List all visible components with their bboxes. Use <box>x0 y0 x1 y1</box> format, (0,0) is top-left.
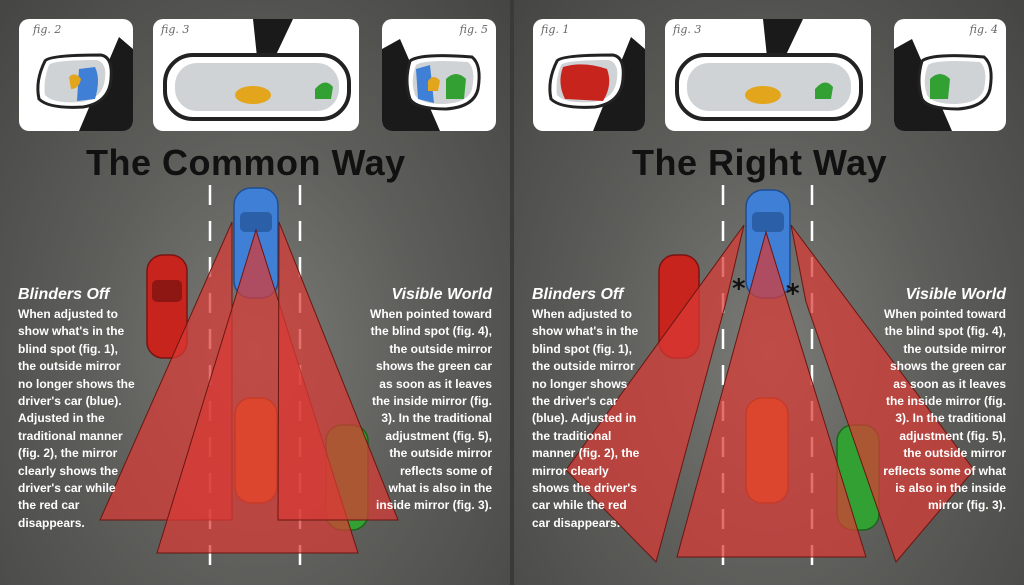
panel-divider <box>510 0 514 585</box>
blinders-off-text: When adjusted to show what's in the blin… <box>18 307 135 530</box>
fig-label: fig. 3 <box>161 23 190 36</box>
fig-5-mirror-card: fig. 5 <box>382 19 496 131</box>
blinders-off-text: When adjusted to show what's in the blin… <box>532 307 640 530</box>
left-mirror-cone <box>565 224 745 563</box>
fig-4-mirror-card: fig. 4 <box>894 19 1006 131</box>
fig-label: fig. 1 <box>541 23 570 36</box>
blind-spot-marker-right: * <box>786 279 800 309</box>
side-mirror-right-image <box>382 39 481 131</box>
visible-world-text: When pointed toward the blind spot (fig.… <box>883 307 1006 513</box>
visible-world-heading: Visible World <box>391 286 492 303</box>
visible-world-text: When pointed toward the blind spot (fig.… <box>370 307 492 513</box>
common-way-panel: fig. 2 fig. 3 fig. 5 <box>0 0 510 585</box>
fig-label: fig. 2 <box>33 23 62 36</box>
side-mirror-left-image <box>548 37 645 131</box>
fig-2-mirror-card: fig. 2 <box>19 19 133 131</box>
side-mirror-right-image <box>894 39 993 131</box>
fig-label: fig. 5 <box>459 23 488 36</box>
red-car <box>146 254 188 359</box>
fig-3-mirror-card: fig. 3 <box>153 19 359 131</box>
rearview-mirror-image <box>675 19 863 121</box>
visible-world-heading: Visible World <box>905 286 1006 303</box>
right-way-panel: fig. 1 fig. 3 fig. 4 <box>514 0 1024 585</box>
right-mirror-cone <box>790 224 975 563</box>
blinders-off-heading: Blinders Off <box>532 286 624 303</box>
right-mirror-cone <box>277 221 399 521</box>
common-way-title: The Common Way <box>86 142 406 183</box>
fig-label: fig. 4 <box>969 23 998 36</box>
right-way-title: The Right Way <box>632 142 888 183</box>
right-way-scene <box>565 185 975 580</box>
blind-spot-marker-left: * <box>732 274 746 304</box>
blinders-off-heading: Blinders Off <box>18 286 110 303</box>
fig-1-mirror-card: fig. 1 <box>533 19 645 131</box>
rearview-mirror-image <box>163 19 351 121</box>
inside-mirror-cone <box>676 230 867 558</box>
side-mirror-left-image <box>36 37 133 131</box>
common-way-scene <box>99 185 399 580</box>
fig-label: fig. 3 <box>673 23 702 36</box>
fig-3-mirror-card: fig. 3 <box>665 19 871 131</box>
